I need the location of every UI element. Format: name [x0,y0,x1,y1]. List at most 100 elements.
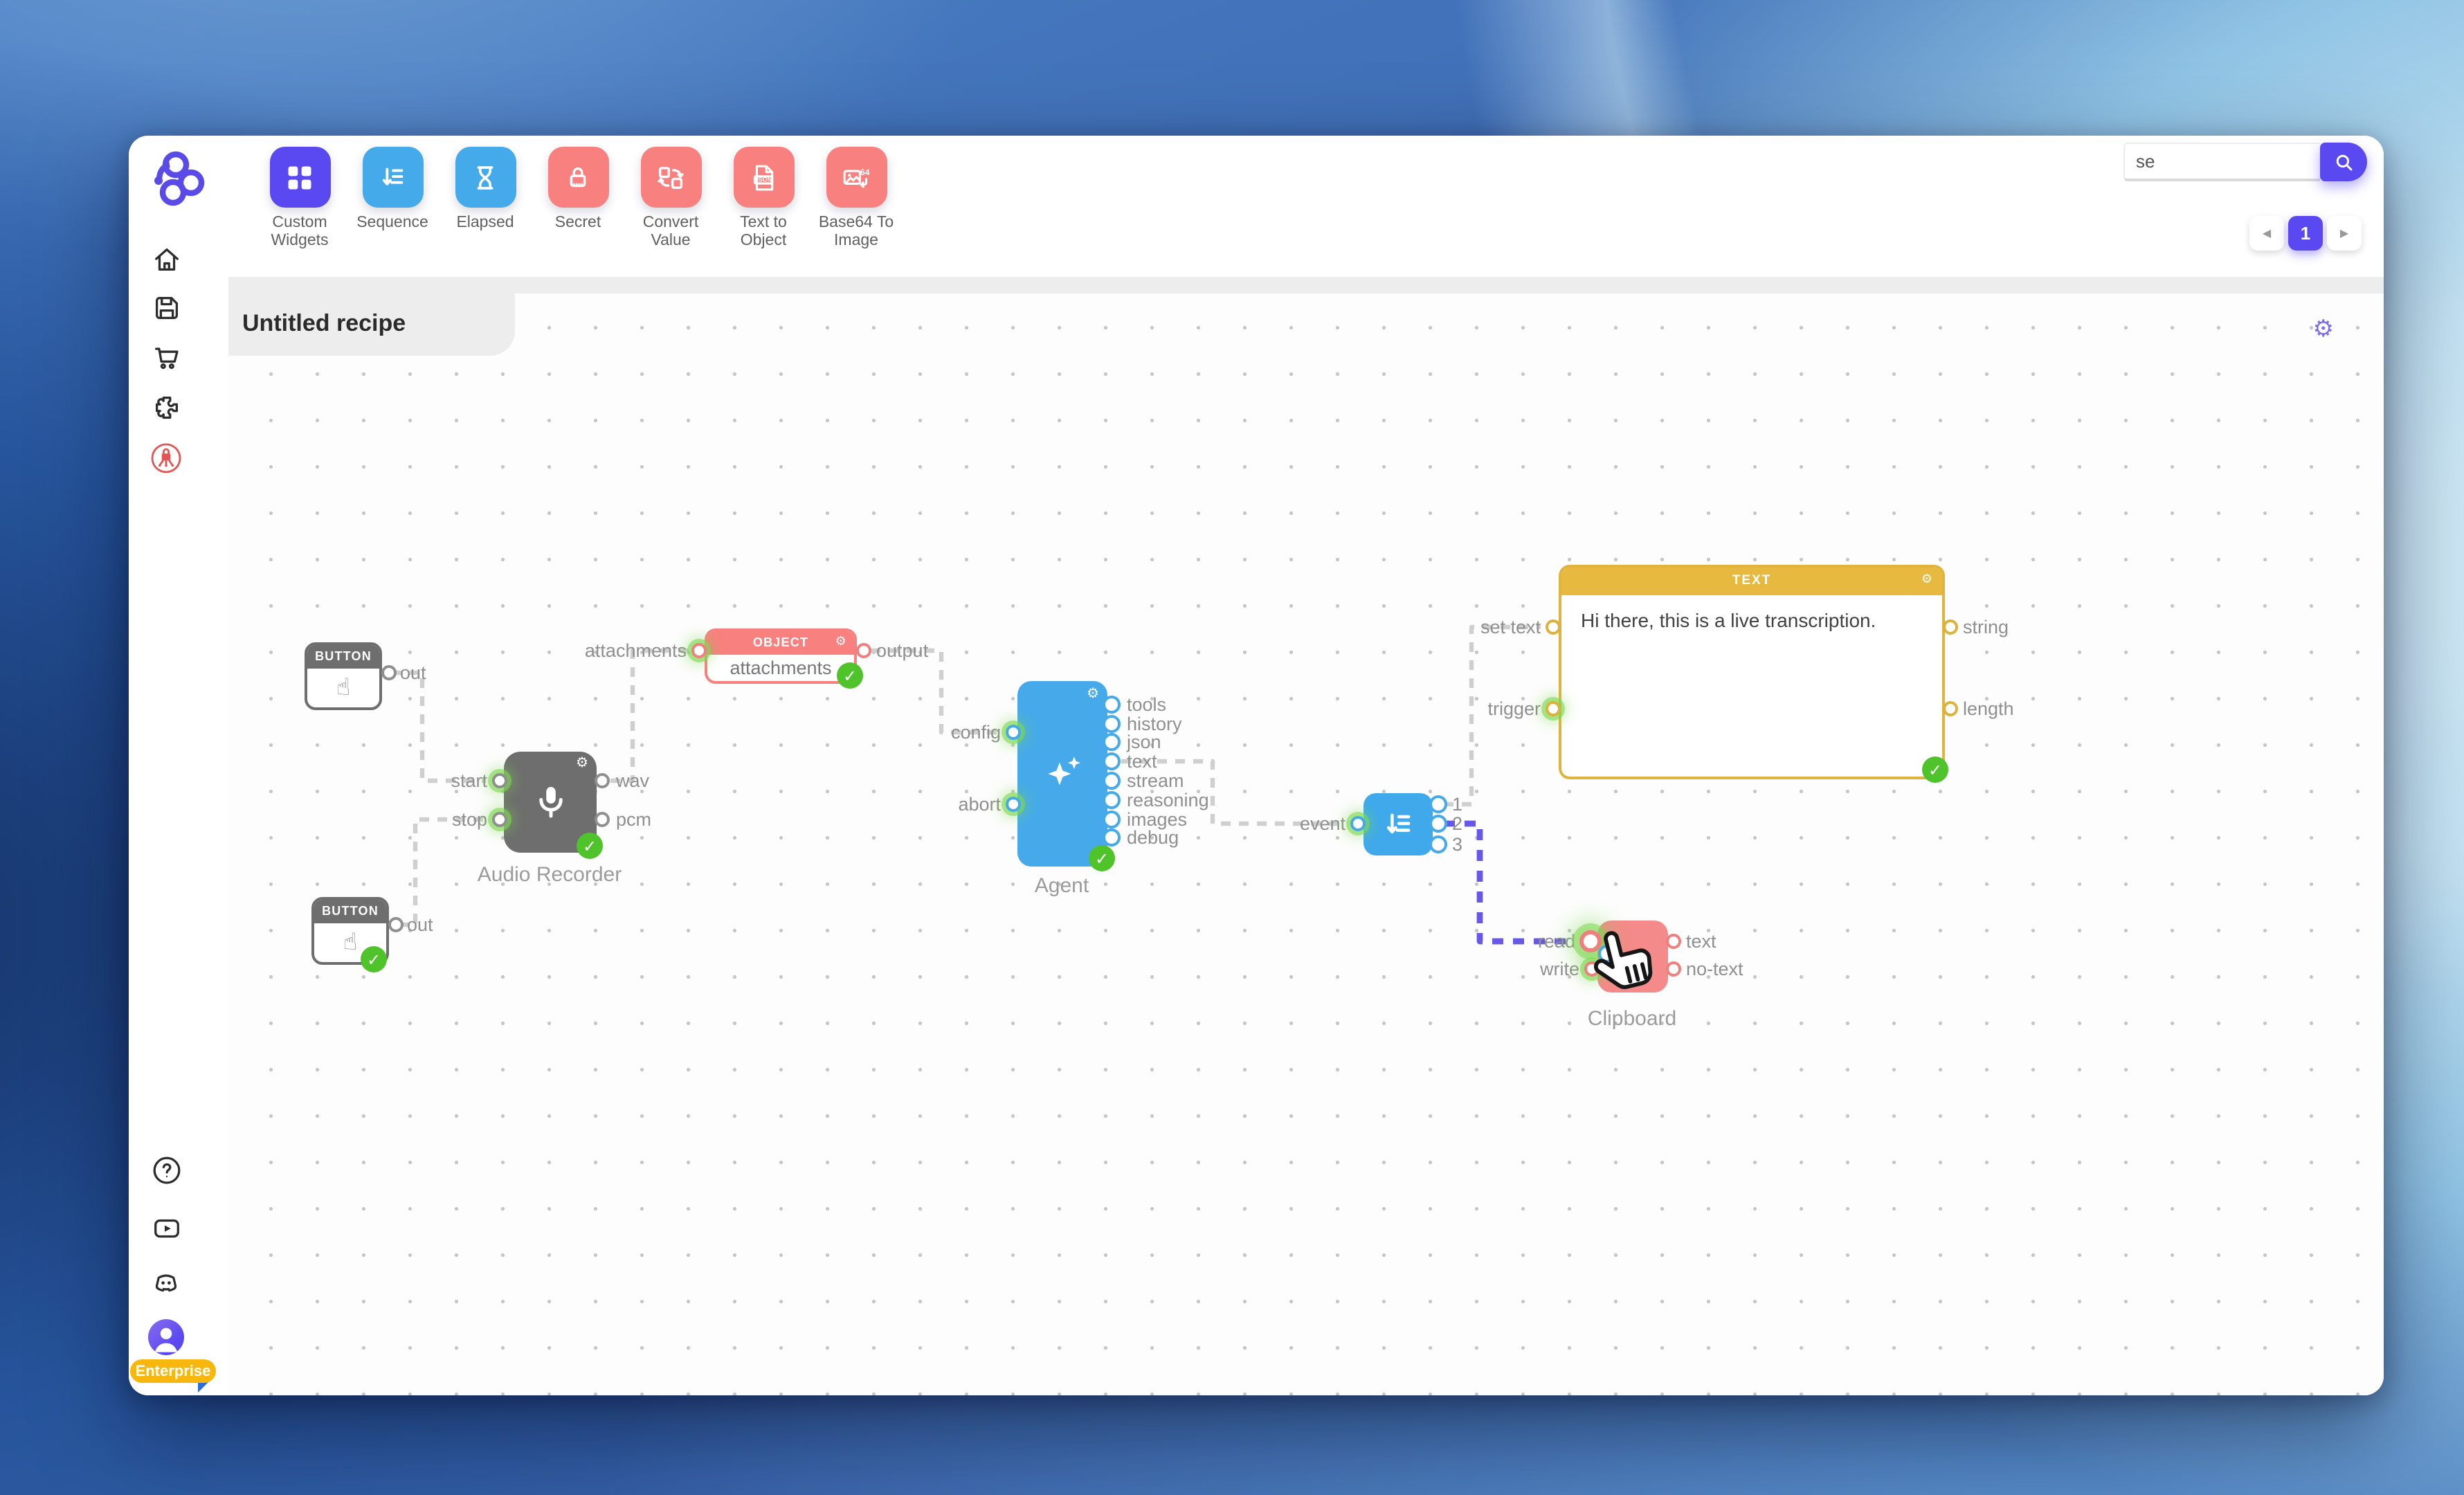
text-node-content[interactable]: Hi there, this is a live transcription. [1581,609,1876,631]
grid-icon [269,147,330,208]
port-agent-text[interactable] [1103,752,1121,770]
microphone-icon [538,786,562,817]
port-agent-stream[interactable] [1103,772,1121,790]
port-agent-reasoning[interactable] [1103,791,1121,809]
node-button-2[interactable]: BUTTON ☝ [311,897,389,965]
node-agent[interactable]: ⚙ [1017,681,1107,867]
port-audio-wav[interactable] [595,773,610,788]
port-agent-tools[interactable] [1103,696,1121,714]
cart-icon[interactable] [150,341,183,374]
toolbar-item-convert-value[interactable]: Convert Value [624,147,717,251]
gear-icon[interactable]: ⚙ [835,634,847,648]
port-clipboard-write[interactable] [1584,961,1600,977]
port-audio-stop[interactable] [492,812,507,827]
wire-text-to-event[interactable] [1121,759,1347,826]
next-page-button[interactable]: ▶ [2327,216,2362,251]
port-sequence-2[interactable] [1429,815,1447,833]
user-avatar[interactable] [148,1319,184,1355]
port-agent-config[interactable] [1006,725,1021,740]
success-check-badge: ✓ [837,662,863,689]
search-input[interactable] [2123,143,2320,181]
node-sequence[interactable] [1364,793,1433,855]
app-logo[interactable] [145,147,212,213]
toolbar-item-elapsed[interactable]: Elapsed [439,147,532,251]
puzzle-icon[interactable] [150,390,183,424]
canvas-settings-gear-icon[interactable]: ⚙ [2312,316,2335,342]
page-title: Untitled recipe [242,310,406,336]
lock-icon [547,147,608,208]
recipe-title-tab[interactable]: Untitled recipe [228,292,515,356]
port-clipboard-notext[interactable] [1666,961,1681,977]
help-icon[interactable] [150,1153,183,1186]
node-text[interactable]: TEXT ⚙ Hi there, this is a live transcri… [1559,565,1945,779]
port-clipboard-text[interactable] [1666,934,1681,949]
port-text-string[interactable] [1943,619,1958,635]
port-agent-images[interactable] [1103,810,1121,828]
success-check-badge: ✓ [361,946,387,972]
wire-seq1-to-settext[interactable] [1444,624,1541,807]
port-audio-pcm[interactable] [595,812,610,827]
svg-text:JSON: JSON [755,176,772,183]
port-button2-out[interactable] [388,917,404,932]
toolbar-item-custom-widgets[interactable]: Custom Widgets [253,147,346,251]
hourglass-icon [455,147,516,208]
svg-text:64: 64 [860,167,870,176]
toolbar-item-text-to-object[interactable]: JSON Text to Object [717,147,810,251]
wire-button2-to-stop[interactable] [399,817,483,927]
port-agent-debug[interactable] [1103,828,1121,846]
success-check-badge: ✓ [1922,756,1948,783]
chevron-left-icon: ◀ [2262,227,2272,239]
wire-seq2-to-read[interactable] [1444,820,1574,945]
enterprise-badge[interactable]: Enterprise [130,1359,216,1383]
wire-output-to-config[interactable] [871,648,1002,735]
widget-toolbar: Custom Widgets Sequence [253,147,903,251]
prev-page-button[interactable]: ◀ [2249,216,2284,251]
toolbar-item-base64-to-image[interactable]: 64 Base64 To Image [810,147,903,251]
success-check-badge: ✓ [577,833,603,859]
gear-icon[interactable]: ⚙ [1087,687,1099,702]
port-clipboard-read[interactable] [1579,930,1602,952]
port-object-attachments[interactable] [691,643,707,658]
port-audio-start[interactable] [492,773,507,788]
enterprise-badge-corner [198,1380,210,1393]
port-agent-history[interactable] [1103,715,1121,733]
tap-hand-icon: ☝ [343,929,358,955]
port-text-settext[interactable] [1546,619,1561,635]
current-page-button[interactable]: 1 [2288,216,2323,251]
pagination: ◀ 1 ▶ [2249,216,2362,251]
security-lock-icon[interactable] [150,442,183,475]
gear-icon[interactable]: ⚙ [576,756,588,771]
wire-drag-endpoint [1598,945,1616,963]
search-icon [2335,154,2352,170]
port-sequence-3[interactable] [1429,835,1447,853]
port-agent-abort[interactable] [1006,797,1021,812]
search-button[interactable] [2320,143,2367,181]
base64-image-icon: 64 [826,147,887,208]
json-file-icon: JSON [733,147,794,208]
port-text-trigger[interactable] [1546,701,1561,716]
discord-icon[interactable] [150,1267,183,1300]
port-text-length[interactable] [1943,701,1958,716]
sidebar: Enterprise [129,136,228,1395]
node-button-1[interactable]: BUTTON ☝ [305,642,382,710]
home-icon[interactable] [150,242,183,275]
tap-hand-icon: ☝ [336,674,351,700]
gear-icon[interactable]: ⚙ [1921,572,1934,586]
toolbar-item-sequence[interactable]: Sequence [346,147,439,251]
recipe-canvas[interactable]: Untitled recipe ⚙ BUTTON ☝ [228,292,2384,1395]
port-sequence-1[interactable] [1429,795,1447,813]
node-object[interactable]: OBJECT ⚙ attachments [705,628,857,684]
wire-button1-to-start[interactable] [392,670,486,783]
wire-wav-to-attachments[interactable] [610,648,688,783]
port-object-output[interactable] [856,643,871,658]
youtube-icon[interactable] [150,1211,183,1244]
port-sequence-event[interactable] [1350,816,1366,831]
sparkles-icon [1047,756,1080,786]
toolbar-item-secret[interactable]: Secret [532,147,624,251]
port-button1-out[interactable] [381,665,397,680]
save-icon[interactable] [150,291,183,324]
app-window: Enterprise Custom Widgets [129,136,2384,1395]
wires-layer [392,624,1574,945]
port-agent-json[interactable] [1103,733,1121,751]
